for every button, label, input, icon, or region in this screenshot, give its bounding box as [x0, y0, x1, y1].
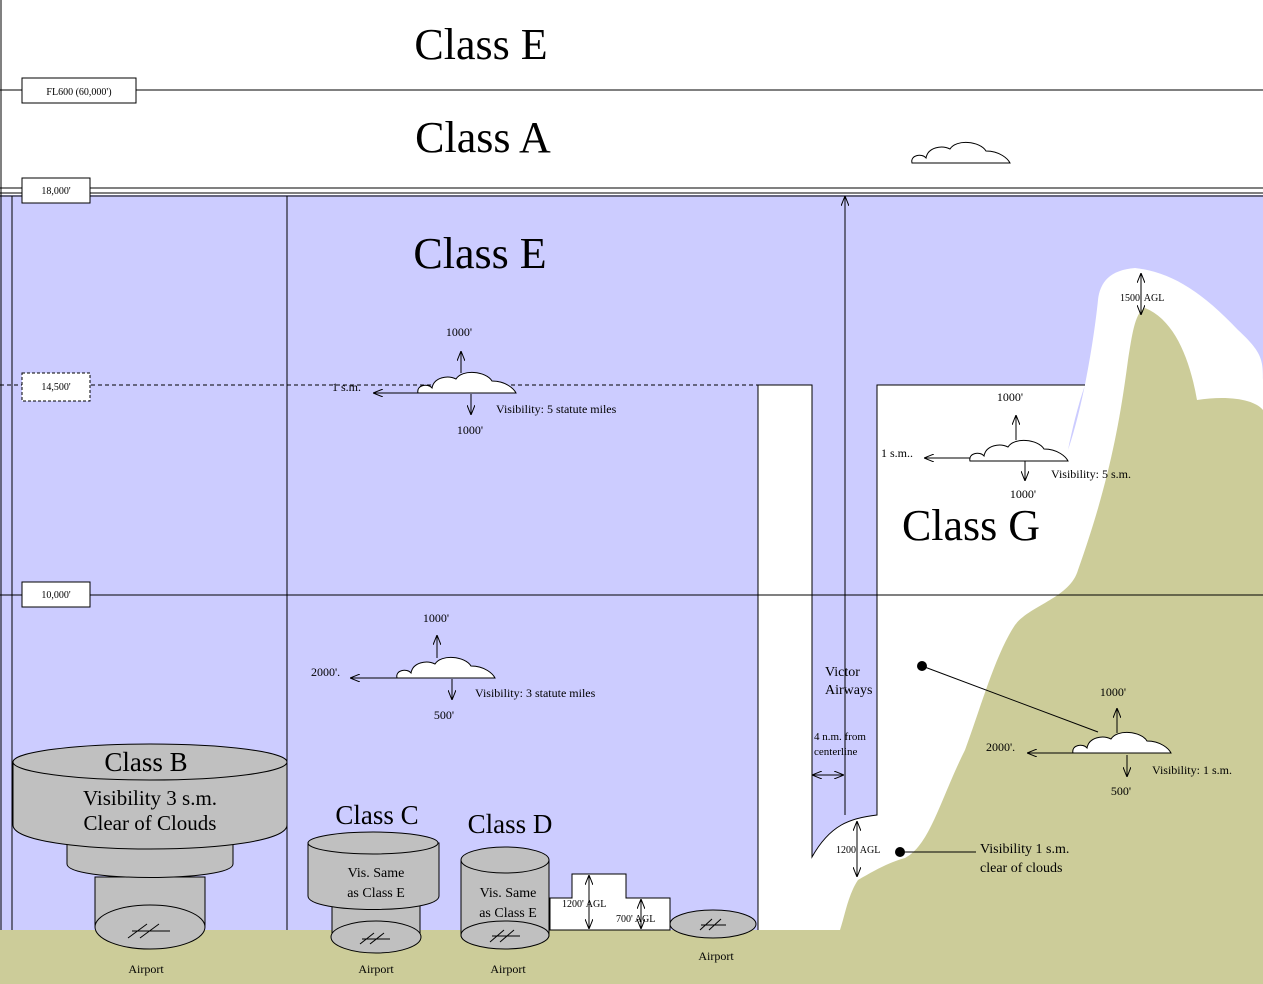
transition-1200-agl: 1200' AGL — [562, 899, 606, 910]
e-high-horizontal: 1 s.m. — [332, 380, 361, 394]
airport-label-b: Airport — [128, 962, 164, 976]
altitude-14500: 14,500' — [41, 382, 71, 393]
terrain — [0, 308, 1263, 984]
class-b-clouds: Clear of Clouds — [84, 811, 217, 835]
e-high-below: 1000' — [457, 423, 483, 437]
airport-label-c: Airport — [358, 962, 394, 976]
class-d-label: Class D — [468, 809, 553, 839]
g-high-above: 1000' — [997, 390, 1023, 404]
e-low-horizontal: 2000'. — [311, 665, 340, 679]
class-c-label: Class C — [335, 800, 418, 830]
class-d-as-e: as Class E — [479, 906, 537, 921]
e-low-below: 500' — [434, 708, 454, 722]
class-b-visibility: Visibility 3 s.m. — [83, 786, 217, 810]
class-a-label: Class A — [415, 113, 551, 162]
altitude-10000: 10,000' — [41, 590, 71, 601]
victor-airways-line2: Airways — [825, 683, 872, 698]
class-e-upper-label: Class E — [414, 20, 547, 69]
g-low-visibility: Visibility: 1 s.m. — [1152, 763, 1232, 777]
airport-label-d: Airport — [490, 962, 526, 976]
g-surface-visibility: Visibility 1 s.m. — [980, 842, 1069, 857]
transition-700-agl: 700' AGL — [616, 914, 655, 925]
mountain-agl: 1500' AGL — [1120, 293, 1164, 304]
e-low-visibility: Visibility: 3 statute miles — [475, 686, 596, 700]
g-surface-clouds: clear of clouds — [980, 861, 1062, 876]
g-high-below: 1000' — [1010, 487, 1036, 501]
class-c-vis: Vis. Same — [348, 866, 405, 881]
e-high-above: 1000' — [446, 325, 472, 339]
class-g-label: Class G — [902, 501, 1040, 550]
victor-width-line2: centerline — [814, 746, 857, 758]
g-low-horizontal: 2000'. — [986, 740, 1015, 754]
class-c-as-e: as Class E — [347, 886, 405, 901]
class-b-label: Class B — [104, 747, 187, 777]
e-high-visibility: Visibility: 5 statute miles — [496, 402, 617, 416]
valley-agl: 1200' AGL — [836, 845, 880, 856]
class-e-label: Class E — [413, 229, 546, 278]
g-low-above: 1000' — [1100, 685, 1126, 699]
class-d-vis: Vis. Same — [480, 886, 537, 901]
g-high-horizontal: 1 s.m.. — [881, 446, 913, 460]
altitude-fl600: FL600 (60,000') — [46, 87, 111, 98]
airport-label-e: Airport — [698, 949, 734, 963]
g-high-visibility: Visibility: 5 s.m. — [1051, 467, 1131, 481]
g-low-below: 500' — [1111, 784, 1131, 798]
altitude-18000: 18,000' — [41, 186, 71, 197]
e-low-above: 1000' — [423, 611, 449, 625]
class-a-cloud-icon — [911, 141, 1011, 164]
victor-airways-line1: Victor — [825, 665, 860, 680]
victor-width-line1: 4 n.m. from — [814, 731, 866, 743]
